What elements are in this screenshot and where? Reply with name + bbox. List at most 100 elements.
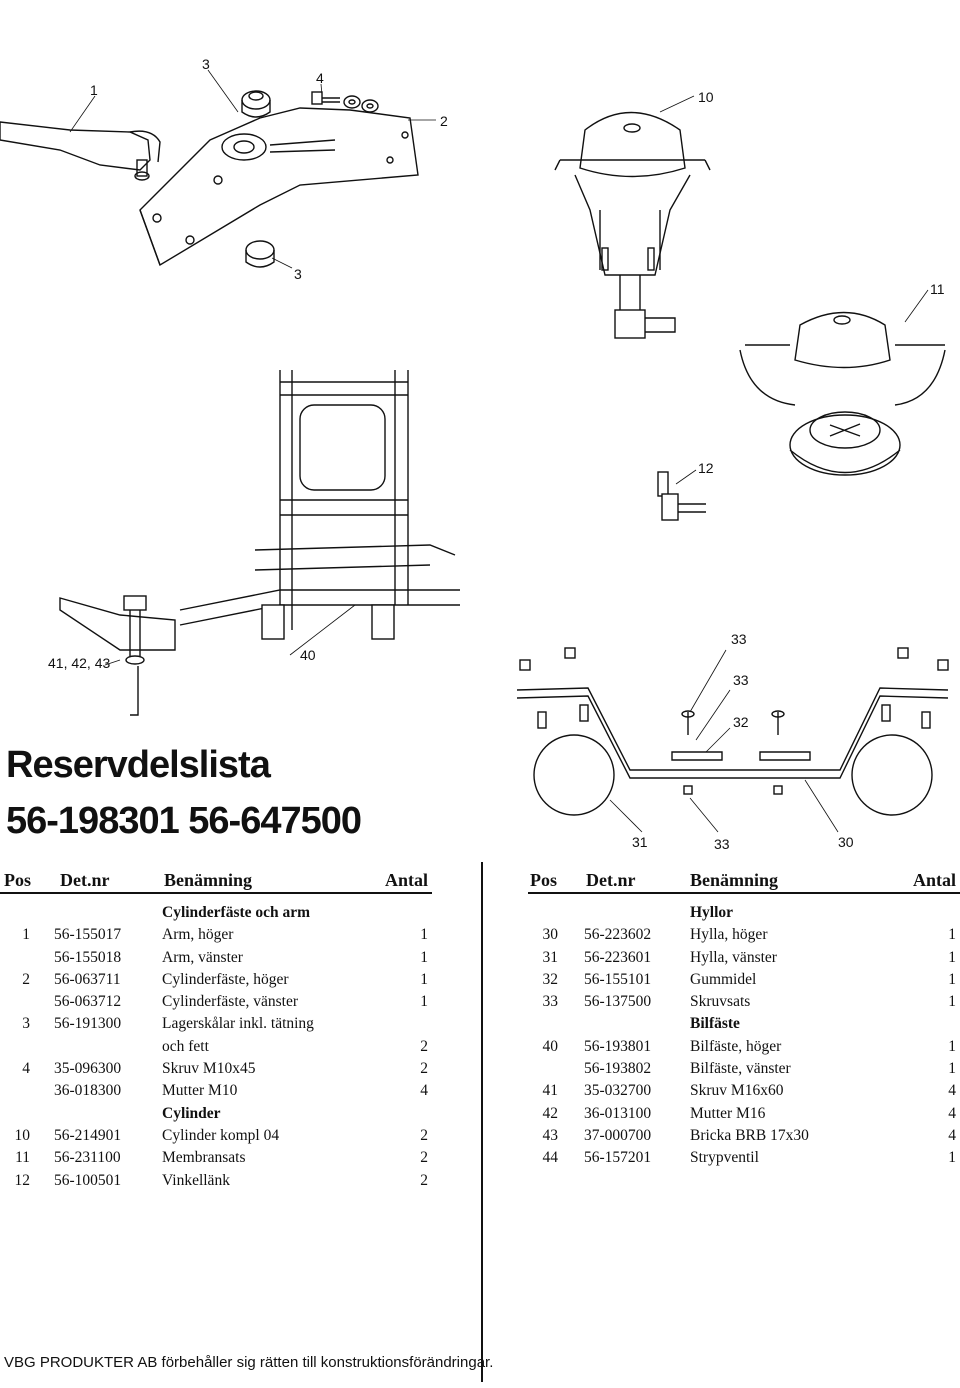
arm-part-drawing (0, 121, 161, 181)
cell-pos: 1 (22, 926, 30, 944)
cell-pos: 11 (15, 1149, 30, 1167)
cell-pos: 40 (542, 1037, 559, 1055)
cell-name: Arm, höger (162, 926, 234, 944)
cell-name: Skruvsats (690, 993, 751, 1011)
cell-name: Gummidel (690, 970, 757, 988)
cell-qty: 4 (420, 1082, 428, 1100)
cell-detnr: 56-137500 (584, 993, 652, 1011)
callout-2: 2 (440, 113, 448, 129)
bearing-cup-drawing (241, 90, 275, 268)
cell-detnr: 56-191300 (54, 1015, 122, 1033)
callout-1: 1 (90, 82, 98, 98)
cell-detnr: 56-100501 (54, 1171, 122, 1189)
callout-33c: 33 (714, 836, 730, 852)
cell-detnr: 35-032700 (584, 1082, 652, 1100)
table-section-heading: Hyllor (528, 902, 960, 924)
footer-disclaimer: VBG PRODUKTER AB förbehåller sig rätten … (4, 1354, 494, 1371)
membrane-drawing (739, 311, 946, 476)
cell-name: Cylinder kompl 04 (162, 1126, 280, 1144)
cell-qty: 1 (420, 926, 428, 944)
table-row: och fett 2 (0, 1036, 432, 1058)
cell-name: Cylinder (162, 1104, 221, 1122)
callout-33a: 33 (731, 631, 747, 647)
cell-name: Vinkellänk (162, 1171, 230, 1189)
cylinder-bracket-drawing (139, 107, 419, 267)
cell-qty: 2 (420, 1126, 428, 1144)
cell-name: Arm, vänster (162, 948, 243, 966)
cell-name: och fett (162, 1037, 209, 1055)
cell-qty: 1 (948, 948, 956, 966)
callout-11: 11 (930, 281, 945, 297)
document-part-numbers: 56-198301 56-647500 (6, 800, 362, 842)
cell-name: Bilfäste (690, 1015, 740, 1033)
vehicle-frame-drawing (59, 370, 460, 716)
cylinder-drawing (554, 111, 711, 339)
cell-pos: 30 (542, 926, 559, 944)
cell-detnr: 56-193801 (584, 1037, 652, 1055)
table-row: 1 56-155017 Arm, höger 1 (0, 924, 432, 946)
cell-detnr: 56-214901 (54, 1126, 122, 1144)
cell-qty: 1 (948, 970, 956, 988)
cell-qty: 1 (420, 948, 428, 966)
header-qty: Antal (912, 870, 956, 890)
cell-pos: 12 (14, 1171, 31, 1189)
cell-detnr: 56-193802 (584, 1060, 652, 1078)
cell-qty: 1 (420, 970, 428, 988)
table-section-heading: Cylinder (0, 1103, 432, 1125)
callout-31: 31 (632, 834, 648, 850)
header-pos: Pos (530, 870, 557, 890)
cell-detnr: 35-096300 (54, 1060, 122, 1078)
table-section-heading: Cylinderfäste och arm (0, 902, 432, 924)
callout-3b: 3 (294, 266, 302, 282)
cell-detnr: 37-000700 (584, 1126, 652, 1144)
cell-qty: 1 (948, 1149, 956, 1167)
cell-name: Hylla, höger (690, 926, 768, 944)
cell-detnr: 56-155101 (584, 970, 652, 988)
cell-qty: 1 (948, 926, 956, 944)
cell-qty: 1 (420, 993, 428, 1011)
cell-qty: 1 (948, 993, 956, 1011)
cell-name: Skruv M16x60 (690, 1082, 784, 1100)
column-divider (481, 862, 483, 1382)
table-header: Pos Det.nr Benämning Antal (0, 866, 432, 894)
document-title: Reservdelslista (6, 744, 271, 786)
cell-qty: 2 (420, 1149, 428, 1167)
header-detnr: Det.nr (586, 870, 636, 890)
cell-pos: 32 (542, 970, 559, 988)
cell-name: Cylinderfäste och arm (162, 904, 311, 921)
cell-name: Strypventil (690, 1149, 759, 1167)
cell-detnr: 56-155017 (54, 926, 122, 944)
callout-33b: 33 (733, 672, 749, 688)
cell-detnr: 56-223602 (584, 926, 652, 944)
table-section-heading: Bilfäste (528, 1013, 960, 1035)
header-detnr: Det.nr (60, 870, 110, 890)
header-name: Benämning (690, 870, 779, 890)
header-qty: Antal (384, 870, 428, 890)
cell-name: Bilfäste, vänster (690, 1060, 791, 1078)
cell-qty: 2 (420, 1037, 428, 1055)
cell-pos: 42 (542, 1104, 559, 1122)
cell-name: Lagerskålar inkl. tätning (162, 1015, 314, 1033)
cell-pos: 33 (542, 993, 559, 1011)
callout-4: 4 (316, 70, 324, 86)
cell-pos: 4 (22, 1060, 30, 1078)
bolt-and-nuts-drawing (311, 91, 379, 113)
callout-40: 40 (300, 647, 316, 663)
cell-pos: 2 (22, 970, 30, 988)
cell-name: Hyllor (690, 904, 734, 921)
callout-32: 32 (733, 714, 749, 730)
